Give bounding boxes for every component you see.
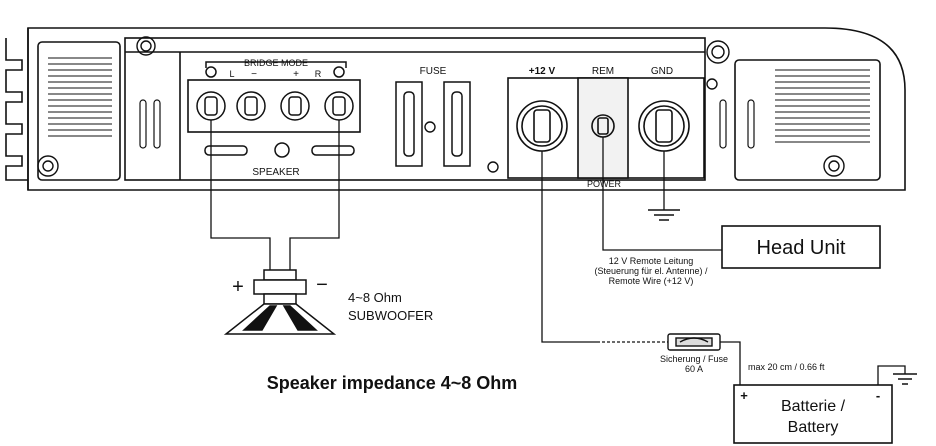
battery-minus: - [876,388,880,403]
fuse-note-line2: 60 A [685,364,703,374]
fuse-label: FUSE [420,66,447,77]
battery-label-line2: Battery [788,419,839,436]
inline-fuse-icon [667,333,721,351]
subwoofer-ohm: 4~8 Ohm [348,290,402,305]
subwoofer-plus: + [232,276,244,298]
battery-plus: + [740,388,748,403]
remote-note-line3: Remote Wire (+12 V) [609,276,694,286]
remote-note-line2: (Steuerung für el. Antenne) / [594,266,708,276]
gnd-label: GND [651,66,673,77]
subwoofer-icon [223,269,337,335]
terminal-label-l: L [229,69,234,79]
head-unit-box [721,225,881,269]
terminal-label-minus: − [251,69,257,80]
distance-note: max 20 cm / 0.66 ft [748,362,825,372]
subwoofer-name: SUBWOOFER [348,308,433,323]
speaker-impedance-note: Speaker impedance 4~8 Ohm [267,373,518,393]
wires [210,120,906,385]
left-vents [48,57,112,137]
battery-label-line1: Batterie / [781,398,846,415]
ground-icon [648,209,917,385]
rem-label: REM [592,66,614,77]
right-vents [775,69,870,143]
plus12v-label: +12 V [529,66,556,77]
head-unit-label: Head Unit [757,237,846,259]
power-label: POWER [587,179,622,189]
fuse-note-line1: Sicherung / Fuse [660,354,728,364]
terminal-label-plus: + [293,69,299,80]
battery-box [733,384,893,444]
remote-note-line1: 12 V Remote Leitung [609,256,694,266]
fuse-holder [395,81,471,167]
bridge-mode-label: BRIDGE MODE [244,58,308,68]
terminal-label-r: R [315,69,322,79]
speaker-label: SPEAKER [252,167,299,178]
speaker-terminal-block [187,61,361,158]
side-slots [139,99,755,149]
screw-icon [37,36,845,177]
subwoofer-minus: − [316,274,328,296]
